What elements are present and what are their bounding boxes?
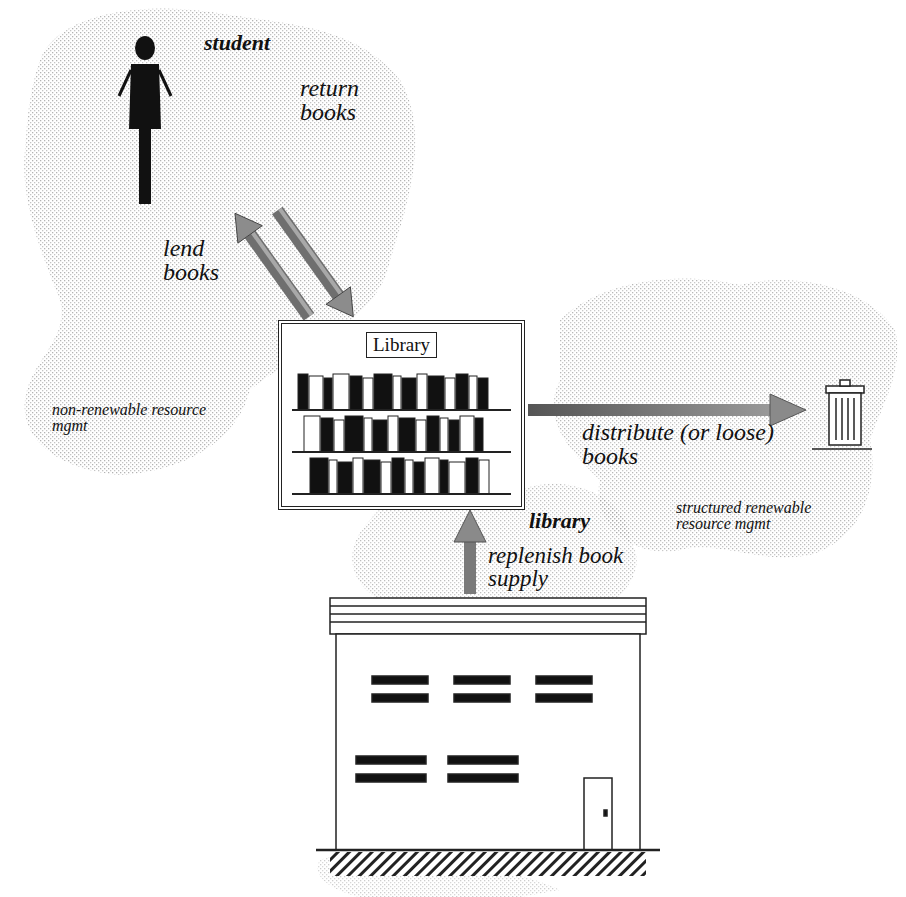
replenish-arrow: [454, 510, 486, 594]
shelf-board: [292, 451, 511, 453]
building: [316, 598, 660, 876]
book: [393, 376, 401, 410]
book: [440, 418, 448, 452]
node-label: student: [204, 30, 270, 56]
book: [469, 376, 477, 410]
shelf-board: [292, 409, 511, 411]
person-head: [135, 36, 155, 60]
book: [381, 462, 391, 494]
book: [350, 376, 362, 410]
edge-label: lend books: [163, 236, 253, 284]
book: [353, 458, 363, 494]
book: [310, 458, 328, 494]
book: [405, 460, 413, 494]
book: [363, 378, 373, 410]
node-label: library: [529, 508, 590, 534]
book: [440, 460, 448, 494]
flow-arrow: [277, 209, 353, 317]
book: [321, 418, 333, 452]
book: [374, 374, 392, 410]
book: [324, 378, 332, 410]
sign-text: Library: [366, 332, 437, 358]
book: [428, 376, 444, 410]
book: [392, 458, 404, 494]
book: [456, 374, 468, 410]
book: [373, 420, 387, 452]
shelf-board: [292, 493, 511, 495]
person-arm: [159, 70, 171, 96]
book: [334, 420, 344, 452]
arrow-head: [326, 287, 353, 317]
book: [364, 418, 372, 452]
note-text: non-renewable resource mgmt: [52, 402, 212, 434]
book: [475, 418, 483, 452]
book: [425, 458, 439, 494]
book: [338, 462, 352, 494]
person-node: student: [100, 22, 275, 210]
person-arm: [119, 70, 131, 96]
arrow-shaft: [250, 234, 309, 316]
book: [414, 462, 424, 494]
person-body: [129, 64, 161, 204]
book: [402, 378, 416, 410]
book: [460, 416, 474, 452]
book: [449, 462, 465, 494]
book: [449, 420, 459, 452]
book: [427, 416, 439, 452]
edge-label-text: return books: [300, 76, 390, 124]
book: [345, 416, 363, 452]
cloud-region: [24, 9, 415, 475]
flow-arrow: [235, 213, 312, 316]
book: [479, 460, 489, 494]
note-label: distribute (or loose) books: [582, 420, 812, 468]
book: [298, 374, 308, 410]
note-label: structured renewable resource mgmt: [676, 500, 836, 532]
book: [445, 378, 455, 410]
edge-label-text: lend books: [163, 236, 253, 284]
book: [304, 416, 320, 452]
book: [329, 460, 337, 494]
book: [416, 420, 426, 452]
library-node: Librarylibrary: [278, 320, 525, 510]
trash-bin: [812, 380, 872, 449]
book: [309, 376, 323, 410]
arrow-shaft-shade: [253, 233, 312, 315]
book: [333, 374, 349, 410]
arrow-head: [235, 213, 262, 243]
note-label: replenish book supply: [488, 544, 658, 590]
library-sign: Library: [282, 332, 521, 358]
book: [478, 378, 488, 410]
edge-label: return books: [300, 76, 390, 124]
note-label: non-renewable resource mgmt: [52, 402, 212, 434]
book: [466, 458, 478, 494]
book: [417, 374, 427, 410]
book: [399, 418, 415, 452]
note-text: structured renewable resource mgmt: [676, 500, 836, 532]
person-figure: [115, 34, 175, 209]
note-text: replenish book supply: [488, 544, 658, 590]
note-text: distribute (or loose) books: [582, 420, 812, 468]
book: [364, 460, 380, 494]
book: [388, 416, 398, 452]
